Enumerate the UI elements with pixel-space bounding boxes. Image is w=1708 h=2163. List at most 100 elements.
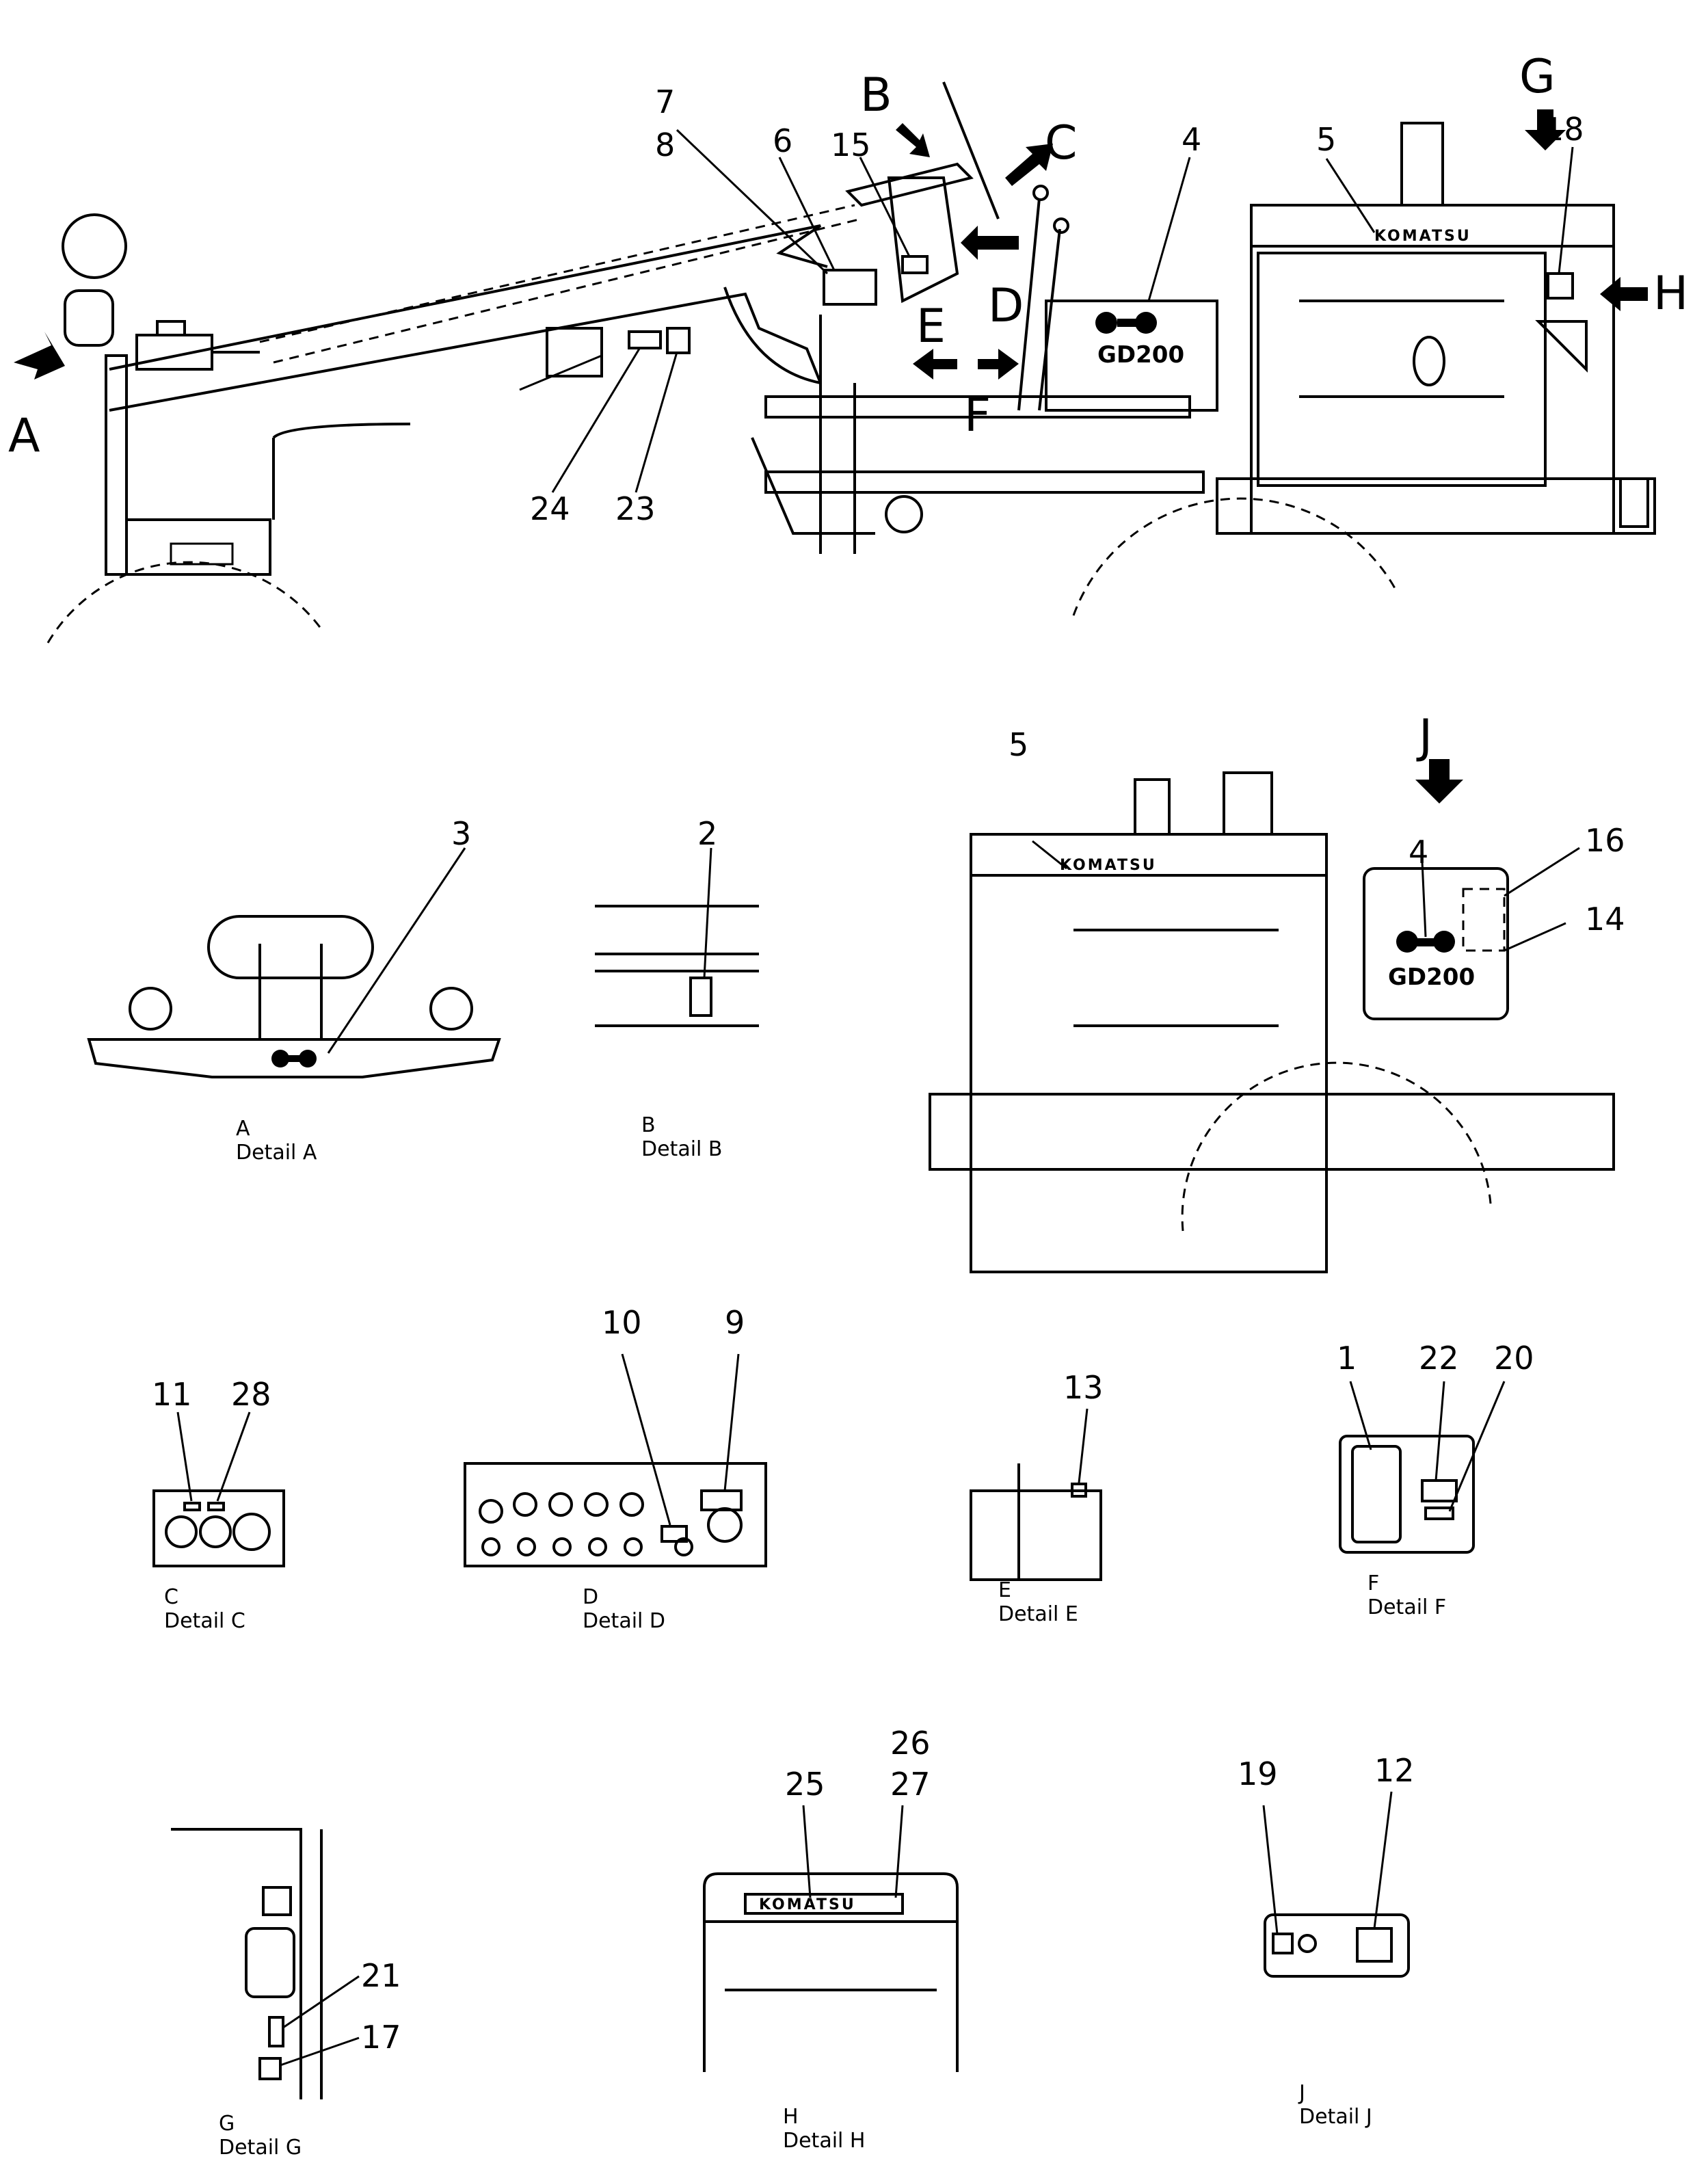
frame-curve	[723, 287, 821, 384]
callout-16: 16	[1585, 822, 1625, 859]
leader-27	[894, 1805, 904, 1898]
front-post	[105, 354, 128, 576]
detail-a: 3 A Detail A	[87, 815, 501, 1165]
leader-18	[1558, 146, 1574, 274]
decal-24-mark	[628, 330, 662, 349]
rear-bumper	[1619, 477, 1649, 528]
view-letter-d: D	[988, 279, 1024, 333]
gd200-logo-right	[1135, 312, 1157, 334]
detail-g: 21 17 G Detail G	[171, 1828, 401, 2160]
rear-view-komatsu-text: KOMATSU	[1060, 857, 1157, 874]
callout-1: 1	[1337, 1340, 1357, 1377]
decal-18-mark	[1547, 272, 1574, 300]
detail-h-plate	[744, 1893, 904, 1915]
hood-vent	[1535, 320, 1588, 373]
detail-a-logo-bar	[287, 1055, 301, 1062]
callout-12: 12	[1374, 1752, 1415, 1789]
callout-18: 18	[1544, 111, 1584, 148]
detail-g-decal-21	[268, 2016, 284, 2047]
detail-g-letter: G	[219, 2112, 235, 2136]
leader-15	[859, 157, 911, 257]
detail-c-decal-28	[207, 1502, 225, 1511]
detail-g-frame	[171, 1828, 323, 2099]
view-letter-g: G	[1519, 50, 1556, 104]
detail-c-letter: C	[164, 1585, 178, 1609]
detail-d-decal-10	[660, 1525, 688, 1543]
rear-view-stack	[1134, 778, 1171, 836]
view-letter-a: A	[8, 409, 40, 463]
leader-14	[1504, 922, 1566, 952]
detail-d-caption: Detail D	[583, 1609, 665, 1633]
callout-8: 8	[655, 127, 675, 163]
callout-10: 10	[602, 1304, 642, 1341]
detail-j: 19 12 J Detail J	[1238, 1752, 1415, 2129]
detail-a-handle	[207, 915, 374, 979]
callout-4-rear: 4	[1409, 834, 1428, 871]
view-a-arrow	[14, 332, 65, 380]
detail-h-letter: H	[783, 2105, 799, 2129]
callout-6: 6	[773, 122, 792, 159]
decal-6-mark	[823, 269, 877, 306]
gd200-logo-bar	[1117, 319, 1138, 327]
detail-f-letter: F	[1367, 1571, 1379, 1595]
leader-19	[1262, 1805, 1279, 1935]
detail-b: 2 B Detail B	[595, 815, 759, 1161]
callout-20: 20	[1494, 1340, 1534, 1377]
callout-21: 21	[361, 1957, 401, 1994]
detail-a-caption: Detail A	[236, 1141, 317, 1165]
detail-b-decal	[689, 977, 712, 1017]
callout-2: 2	[697, 815, 717, 852]
callout-9: 9	[725, 1304, 745, 1341]
leader-5-rear	[1032, 840, 1067, 870]
gd200-model-label: GD200	[1097, 341, 1184, 369]
leader-12	[1373, 1791, 1393, 1929]
view-letter-e: E	[916, 300, 946, 354]
callout-22: 22	[1419, 1340, 1459, 1377]
cylinder-cap	[156, 320, 186, 336]
detail-a-letter: A	[236, 1117, 250, 1141]
detail-f-decal-20	[1424, 1507, 1454, 1520]
leader-6	[778, 157, 836, 271]
detail-h: KOMATSU 25 26 27 H Detail H	[703, 1725, 959, 2153]
detail-j-knob	[1298, 1934, 1317, 1953]
leader-21	[282, 1975, 360, 2029]
view-letter-h: H	[1653, 267, 1688, 321]
front-lamp-bracket	[64, 289, 114, 347]
hitch-plate-lower	[764, 470, 1205, 494]
hydraulic-line-2	[273, 217, 862, 364]
detail-g-caption: Detail G	[219, 2136, 302, 2160]
detail-h-caption: Detail H	[783, 2129, 865, 2153]
view-b-arrow	[896, 123, 930, 157]
callout-25: 25	[785, 1766, 825, 1803]
detail-b-letter: B	[641, 1113, 656, 1137]
detail-g-lamp	[245, 1927, 295, 1998]
rear-view-decal-16	[1462, 888, 1506, 952]
rear-frame	[1216, 477, 1656, 535]
detail-c-gauge-1	[165, 1515, 198, 1548]
callout-27: 27	[890, 1766, 931, 1803]
detail-f-caption: Detail F	[1367, 1595, 1446, 1619]
battery-box	[1045, 300, 1218, 412]
view-e-arrow-right	[978, 349, 1019, 380]
leader-17	[280, 2036, 360, 2067]
callout-4-main: 4	[1182, 121, 1201, 158]
steering-column	[942, 81, 1000, 220]
detail-g-decal-17	[258, 2057, 282, 2080]
callout-5-main: 5	[1316, 121, 1336, 158]
leader-23	[635, 351, 678, 493]
rear-view-logo-right	[1433, 931, 1455, 953]
console-panel	[887, 176, 959, 304]
detail-a-lamp-right	[429, 987, 473, 1031]
leader-5	[1325, 158, 1376, 233]
detail-a-logo-left	[271, 1050, 289, 1067]
detail-a-logo-right	[299, 1050, 317, 1067]
detail-c-decal-11	[183, 1502, 201, 1511]
gd200-logo-left	[1095, 312, 1117, 334]
leader-4-rear	[1421, 861, 1427, 938]
detail-d-letter: D	[583, 1585, 598, 1609]
leader-3	[327, 847, 466, 1054]
rear-view-model-label: GD200	[1388, 964, 1475, 991]
callout-11: 11	[152, 1376, 192, 1413]
detail-h-komatsu-text: KOMATSU	[759, 1896, 856, 1913]
